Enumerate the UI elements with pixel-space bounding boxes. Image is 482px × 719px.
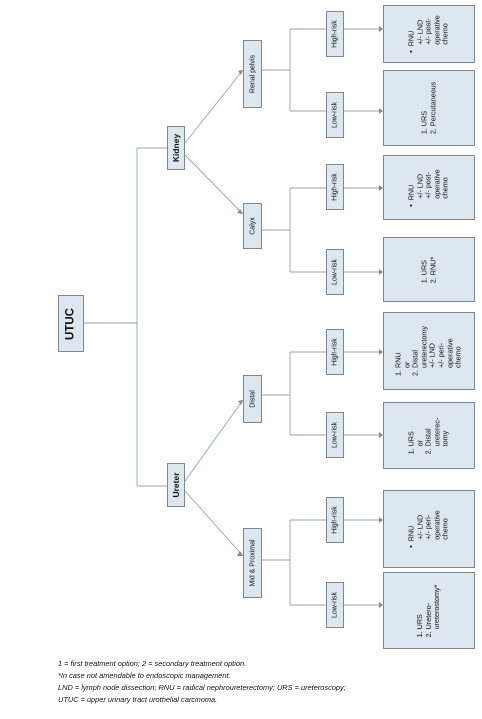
risk-label: Low-risk bbox=[331, 591, 339, 619]
node-mid-proximal: Mid & Proximal bbox=[243, 528, 262, 598]
node-renal-pelvis-low-risk: Low-risk bbox=[326, 92, 344, 138]
node-renal-pelvis-high-risk: High-risk bbox=[326, 11, 344, 57]
node-kidney: Kidney bbox=[167, 126, 185, 170]
root-label: UTUC bbox=[64, 307, 77, 340]
distal-label: Distal bbox=[249, 390, 256, 408]
connector-ureter-mid bbox=[184, 490, 244, 557]
treatment-text: • RNU +/- LND +/- post- operative chemo bbox=[406, 15, 450, 53]
ureter-label: Ureter bbox=[170, 472, 181, 498]
treatment-renal-pelvis-low: 1. URS 2. Percutaneous bbox=[383, 70, 475, 146]
connector-ureter-distal bbox=[184, 399, 244, 482]
node-distal: Distal bbox=[243, 375, 262, 423]
treatment-text: 1. URS 2. Uretero- ureterostomy* bbox=[415, 584, 442, 637]
mid-proximal-label: Mid & Proximal bbox=[249, 539, 256, 587]
node-renal-pelvis: Renal pelvis bbox=[243, 40, 262, 108]
node-mid-proximal-low-risk: Low-risk bbox=[326, 582, 344, 628]
node-distal-low-risk: Low-risk bbox=[326, 412, 344, 458]
treatment-text: 1. URS 2. RNU* bbox=[419, 256, 437, 283]
node-mid-proximal-high-risk: High-risk bbox=[326, 497, 344, 543]
treatment-calyx-low: 1. URS 2. RNU* bbox=[383, 237, 475, 302]
treatment-text: 1. RNU or 2. Distal ureterectomy +/- LND… bbox=[393, 326, 463, 376]
risk-label: Low-risk bbox=[331, 421, 339, 449]
node-ureter: Ureter bbox=[167, 463, 185, 507]
node-calyx-high-risk: High-risk bbox=[326, 164, 344, 210]
risk-label: High-risk bbox=[331, 173, 339, 201]
connector-kidney-renal-pelvis bbox=[184, 69, 244, 144]
node-calyx-low-risk: Low-risk bbox=[326, 249, 344, 295]
treatment-text: 1. URS 2. Percutaneous bbox=[419, 81, 437, 135]
footnotes: 1 = first treatment option; 2 = secondar… bbox=[58, 658, 346, 706]
footnote-line: *In case not amendable to endoscopic man… bbox=[58, 670, 231, 680]
treatment-mid-proximal-low: 1. URS 2. Uretero- ureterostomy* bbox=[383, 572, 475, 649]
treatment-text: • RNU +/- LND +/- peri- operative chemo bbox=[406, 510, 450, 548]
footnote-line: UTUC = upper urinary tract urothelial ca… bbox=[58, 694, 218, 704]
treatment-renal-pelvis-high: • RNU +/- LND +/- post- operative chemo bbox=[383, 5, 475, 63]
risk-label: High-risk bbox=[331, 338, 339, 366]
connector-kidney-calyx bbox=[184, 154, 244, 215]
risk-label: Low-risk bbox=[331, 258, 339, 286]
calyx-label: Calyx bbox=[249, 217, 256, 235]
risk-label: High-risk bbox=[331, 20, 339, 48]
risk-label: Low-risk bbox=[331, 101, 339, 129]
footnote-line: 1 = first treatment option; 2 = secondar… bbox=[58, 659, 247, 668]
treatment-calyx-high: • RNU +/- LND +/- post- operative chemo bbox=[383, 155, 475, 220]
treatment-text: • RNU +/- LND +/- post- operative chemo bbox=[406, 168, 450, 207]
treatment-distal-high: 1. RNU or 2. Distal ureterectomy +/- LND… bbox=[383, 312, 475, 390]
treatment-distal-low: 1. URS or 2. Distal ureterec- tomy bbox=[383, 402, 475, 469]
root-node-utuc: UTUC bbox=[58, 295, 84, 352]
node-calyx: Calyx bbox=[243, 203, 262, 249]
footnote-line: LND = lymph node dissection; RNU = radic… bbox=[58, 682, 346, 692]
treatment-mid-proximal-high: • RNU +/- LND +/- peri- operative chemo bbox=[383, 490, 475, 568]
risk-label: High-risk bbox=[331, 506, 339, 534]
node-distal-high-risk: High-risk bbox=[326, 329, 344, 375]
kidney-label: Kidney bbox=[170, 133, 181, 163]
renal-pelvis-label: Renal pelvis bbox=[249, 54, 256, 94]
treatment-text: 1. URS or 2. Distal ureterec- tomy bbox=[406, 417, 450, 454]
